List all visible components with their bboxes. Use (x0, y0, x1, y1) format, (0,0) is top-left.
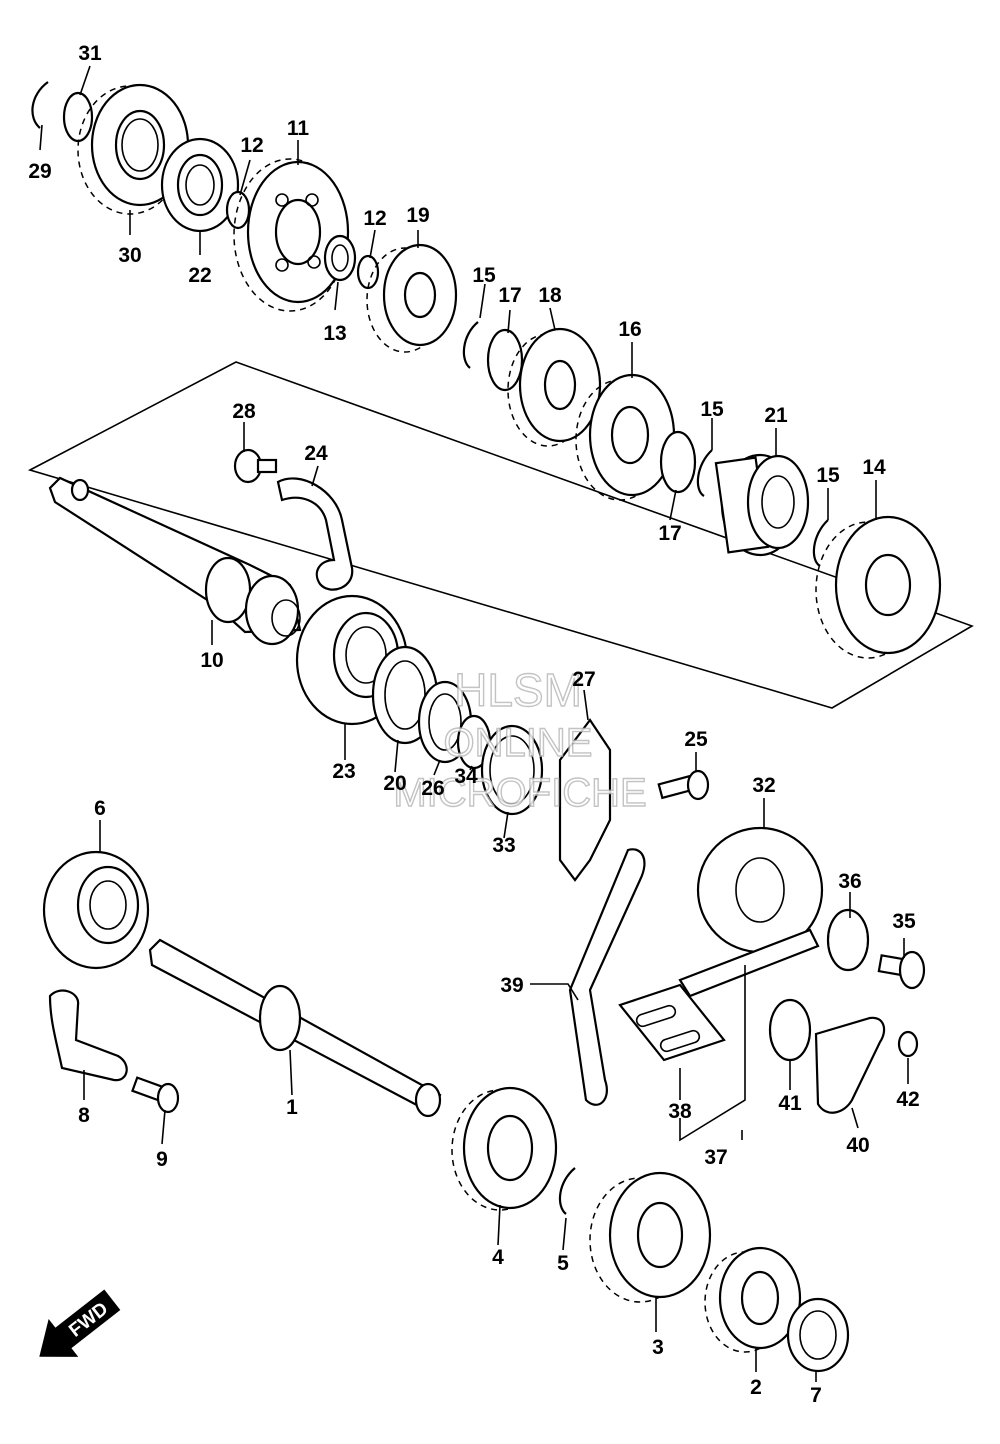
callout-30: 30 (118, 244, 141, 267)
part-18-gear (507, 327, 602, 447)
callout-28: 28 (232, 400, 256, 423)
watermark-line-2: ONLINE (444, 721, 593, 765)
part-33-spacer (480, 724, 544, 816)
callout-9: 9 (156, 1148, 168, 1171)
callout-4: 4 (492, 1246, 504, 1269)
part-15-circlip (462, 321, 479, 369)
part-4-gear (451, 1086, 558, 1211)
callout-20: 20 (383, 772, 406, 795)
callout-15: 15 (700, 398, 724, 421)
callout-7: 7 (810, 1384, 822, 1407)
callout-5: 5 (557, 1252, 569, 1275)
part-35-bolt (877, 950, 926, 990)
callout-17: 17 (498, 284, 521, 307)
watermark: HLSM ONLINE MICROFICHE (393, 663, 648, 815)
part-41-oring (768, 998, 812, 1062)
part-5-circlip (558, 1167, 576, 1215)
callout-23: 23 (332, 760, 355, 783)
callout-12: 12 (363, 207, 386, 230)
part-8-retainer (48, 989, 128, 1082)
callout-22: 22 (188, 264, 211, 287)
watermark-line-3: MICROFICHE (393, 771, 646, 815)
part-42-screw (897, 1030, 919, 1058)
part-17-washer (486, 328, 524, 392)
callout-12: 12 (240, 134, 263, 157)
callout-3: 3 (652, 1336, 664, 1359)
part-28-screw (233, 448, 278, 484)
callout-6: 6 (94, 797, 106, 820)
callout-15: 15 (816, 464, 840, 487)
callout-17: 17 (658, 522, 681, 545)
callout-24: 24 (304, 442, 328, 465)
part-22-bearing (160, 137, 240, 233)
callout-1: 1 (286, 1096, 298, 1119)
part-31-washer (62, 91, 94, 143)
callout-33: 33 (492, 834, 515, 857)
part-9-screw (131, 1076, 180, 1114)
part-21-gear-sleeve (714, 453, 810, 557)
callout-40: 40 (846, 1134, 869, 1157)
callout-39: 39 (500, 974, 523, 997)
part-32-sprocket (696, 826, 824, 954)
leader-lines (39, 65, 909, 1382)
callout-41: 41 (778, 1092, 802, 1115)
part-14-gear (815, 515, 942, 659)
part-27-bracket (558, 718, 612, 882)
callout-38: 38 (668, 1100, 692, 1123)
callout-29: 29 (28, 160, 51, 183)
part-38-joint (618, 983, 726, 1062)
part-24-retainer (276, 477, 354, 591)
part-29-circlip (31, 81, 49, 129)
callout-26: 26 (421, 777, 444, 800)
part-11-gear (233, 158, 350, 312)
fwd-arrow: FWD (39, 1289, 121, 1357)
callout-31: 31 (78, 42, 102, 65)
part-12-washer (225, 190, 251, 230)
part-7-bearing (786, 1297, 850, 1373)
callout-19: 19 (406, 204, 429, 227)
countershaft-group-outline (27, 361, 974, 709)
callout-13: 13 (323, 322, 346, 345)
part-1-driveshaft (148, 938, 442, 1118)
part-25-bolt (657, 769, 710, 801)
callout-36: 36 (838, 870, 861, 893)
callout-35: 35 (892, 910, 916, 933)
callout-42: 42 (896, 1088, 919, 1111)
part-2-gear (704, 1246, 802, 1353)
part-19-gear (366, 243, 458, 353)
callout-21: 21 (764, 404, 788, 427)
callout-16: 16 (618, 318, 641, 341)
watermark-line-1: HLSM (454, 664, 582, 716)
part-10-countershaft (48, 476, 302, 646)
part-17b-washer (659, 430, 697, 494)
part-3-gear (589, 1171, 712, 1303)
callout-11: 11 (287, 117, 310, 140)
callout-27: 27 (572, 668, 595, 691)
callout-25: 25 (684, 728, 708, 751)
part-12b-washer (356, 254, 380, 290)
callout-15: 15 (472, 264, 496, 287)
part-37-chain (678, 928, 820, 998)
part-16-gear (575, 373, 676, 501)
part-36-washer (826, 908, 870, 972)
part-13-needle-bearing (323, 234, 357, 282)
callout-18: 18 (538, 284, 562, 307)
callout-2: 2 (750, 1376, 762, 1399)
part-40-cover (814, 1016, 886, 1114)
part-39-lever (568, 848, 646, 1106)
callout-32: 32 (752, 774, 775, 797)
callout-10: 10 (200, 649, 223, 672)
part-15c-circlip (812, 519, 829, 567)
callout-34: 34 (454, 765, 478, 788)
callout-37: 37 (704, 1146, 727, 1169)
part-6-bearing (42, 850, 150, 970)
part-15b-circlip (696, 449, 713, 497)
callout-8: 8 (78, 1104, 90, 1127)
callout-14: 14 (862, 456, 886, 479)
